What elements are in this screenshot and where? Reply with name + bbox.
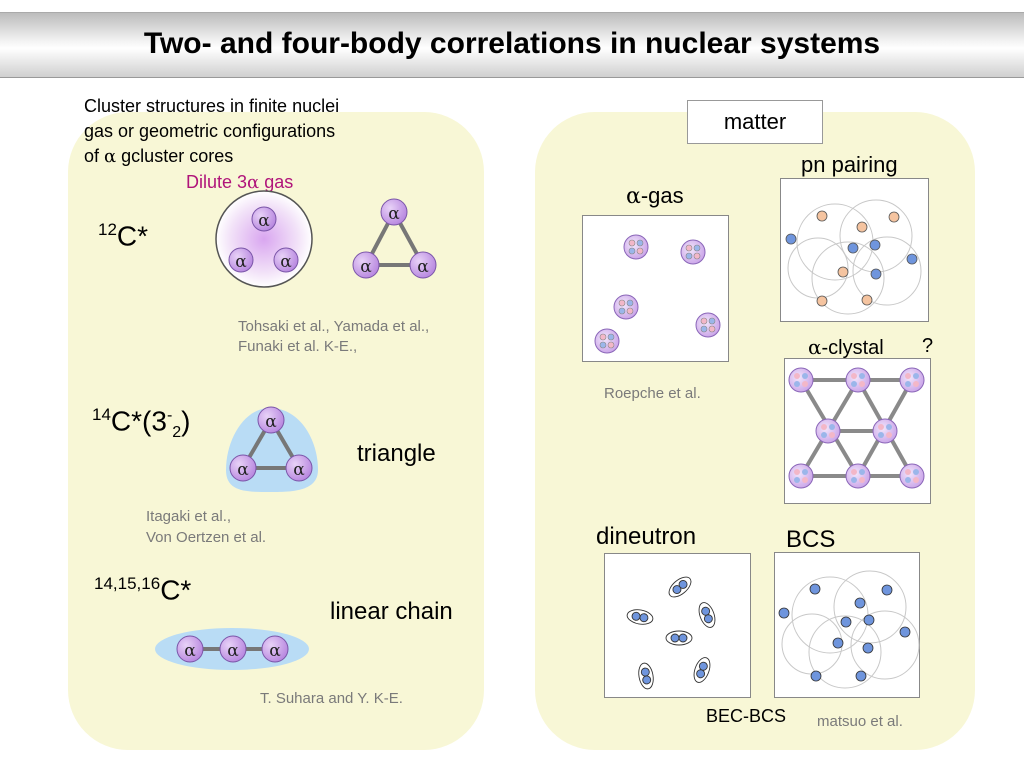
triangle-12c-diagram: α α α bbox=[352, 198, 437, 279]
alpha-particle: α bbox=[229, 454, 257, 482]
svg-text:α: α bbox=[227, 641, 239, 661]
svg-text:α: α bbox=[269, 641, 281, 661]
neutron bbox=[847, 242, 859, 254]
intro-line-1: Cluster structures in finite nuclei bbox=[84, 96, 340, 116]
cite-roepke: Roepche et al. bbox=[604, 385, 701, 402]
triangle-label: triangle bbox=[357, 440, 436, 467]
matter-box: matter bbox=[687, 100, 823, 144]
dineutron-box bbox=[604, 553, 751, 698]
intro-line-2: gas or geometric configurations bbox=[84, 121, 336, 141]
dineutron-diagram bbox=[626, 576, 716, 690]
neutron bbox=[809, 583, 821, 595]
linear-chain-label: linear chain bbox=[330, 598, 453, 625]
neutron bbox=[863, 614, 875, 626]
neutron bbox=[778, 607, 790, 619]
c14-label: 14C*(3-2) bbox=[92, 405, 191, 441]
intro-text: Cluster structures in finite nuclei gas … bbox=[84, 94, 339, 169]
neutron bbox=[854, 597, 866, 609]
page-title: Two- and four-body correlations in nucle… bbox=[143, 27, 881, 60]
neutron bbox=[785, 233, 797, 245]
alpha-particle: α bbox=[409, 251, 437, 279]
bcs-label: BCS bbox=[786, 526, 836, 553]
neutron-pair bbox=[698, 602, 716, 628]
c-chain-label: 14,15,16C* bbox=[94, 574, 192, 606]
alpha-particle: α bbox=[285, 454, 313, 482]
svg-text:α: α bbox=[258, 211, 270, 231]
alpha-particle: α bbox=[228, 247, 254, 273]
title-banner bbox=[0, 12, 1024, 78]
neutron bbox=[810, 670, 822, 682]
cite-suhara: T. Suhara and Y. K-E. bbox=[260, 690, 403, 707]
neutron bbox=[840, 616, 852, 628]
neutron bbox=[899, 626, 911, 638]
proton bbox=[816, 210, 828, 222]
bcs-diagram bbox=[778, 570, 920, 689]
pn-pairing-label: pn pairing bbox=[801, 152, 898, 177]
svg-text:α: α bbox=[235, 252, 247, 272]
dineutron-label: dineutron bbox=[596, 523, 697, 550]
alpha-crystal-diagram bbox=[788, 367, 925, 489]
alpha-cluster bbox=[594, 328, 620, 354]
proton bbox=[888, 211, 900, 223]
proton bbox=[816, 295, 828, 307]
cite-matsuo: matsuo et al. bbox=[817, 713, 903, 730]
neutron-pair bbox=[668, 576, 692, 598]
cite-tohsaki: Tohsaki et al., Yamada et al., Funaki et… bbox=[238, 318, 430, 355]
svg-text:α: α bbox=[388, 204, 400, 224]
svg-text:α: α bbox=[265, 412, 277, 432]
triangle-14c-diagram: α α α bbox=[226, 406, 318, 492]
alpha-symbol: α bbox=[104, 146, 117, 167]
neutron bbox=[869, 239, 881, 251]
crystal-alpha-clusters bbox=[788, 367, 925, 489]
alpha-particle: α bbox=[261, 635, 289, 663]
svg-text:α: α bbox=[293, 460, 305, 480]
alpha-particle: α bbox=[219, 635, 247, 663]
svg-text:α: α bbox=[184, 641, 196, 661]
alpha-cluster bbox=[680, 239, 706, 265]
neutron bbox=[881, 584, 893, 596]
alpha-gas-label: α-gas bbox=[626, 183, 684, 209]
neutron-pair bbox=[665, 630, 693, 646]
linear-chain-diagram: α α α bbox=[155, 628, 309, 670]
proton bbox=[837, 266, 849, 278]
alpha-particle: α bbox=[273, 247, 299, 273]
bec-bcs-label: BEC-BCS bbox=[706, 706, 787, 726]
alpha-cluster bbox=[695, 312, 721, 338]
alpha-particle: α bbox=[257, 406, 285, 434]
neutron bbox=[870, 268, 882, 280]
dilute-gas-diagram: α α α bbox=[215, 190, 313, 288]
alpha-gas-clusters bbox=[594, 234, 721, 354]
svg-text:α: α bbox=[417, 257, 429, 277]
svg-text:α: α bbox=[280, 252, 292, 272]
pn-pairing-diagram bbox=[785, 199, 922, 315]
neutron-pair bbox=[626, 609, 654, 625]
alpha-cluster bbox=[613, 294, 639, 320]
alpha-cluster bbox=[623, 234, 649, 260]
question-mark: ? bbox=[922, 335, 934, 357]
neutron bbox=[832, 637, 844, 649]
intro-line-3: of α gcluster cores bbox=[84, 146, 234, 167]
alpha-particle: α bbox=[251, 206, 277, 232]
alpha-particle: α bbox=[176, 635, 204, 663]
cite-itagaki: Itagaki et al., Von Oertzen et al. bbox=[146, 508, 267, 546]
neutron bbox=[906, 253, 918, 265]
proton bbox=[856, 221, 868, 233]
neutron bbox=[862, 642, 874, 654]
alpha-particle: α bbox=[380, 198, 408, 226]
neutron-pair bbox=[638, 662, 654, 690]
alpha-crystal-label: α-clystal bbox=[808, 335, 884, 359]
c12-label: 12C* bbox=[98, 220, 149, 252]
proton bbox=[861, 294, 873, 306]
neutron bbox=[855, 670, 867, 682]
svg-text:α: α bbox=[360, 257, 372, 277]
dilute-gas-label: Dilute 3α gas bbox=[186, 172, 294, 193]
svg-text:α: α bbox=[237, 460, 249, 480]
neutron-pair bbox=[693, 657, 711, 683]
alpha-particle: α bbox=[352, 251, 380, 279]
